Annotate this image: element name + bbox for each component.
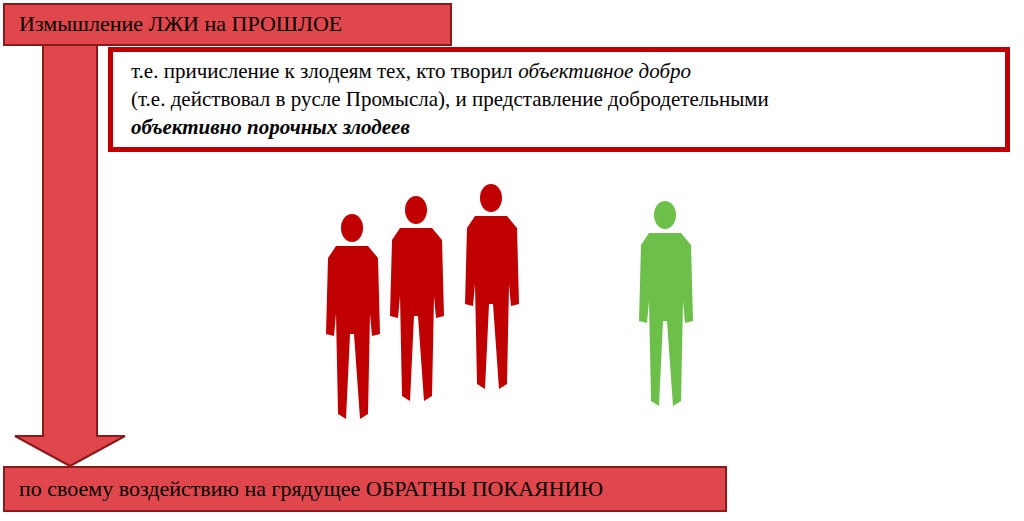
node-text: т.е. причисление к злодеям тех, кто твор… [131,59,512,83]
virtuous-figure [639,201,693,406]
villain-figure [326,214,380,419]
title-band: Измышление ЛЖИ на ПРОШЛОЕ [3,3,452,46]
villain-figure [390,196,444,401]
villain-figure [465,184,519,389]
node-text: объективно порочных злодеев [131,113,991,141]
node-text: объективное добро [518,59,691,83]
node-text: (т.е. действовал в русле Промысла), и пр… [131,85,991,113]
explanation-box: т.е. причисление к злодеям тех, кто твор… [108,47,1010,152]
conclusion-band: по своему воздействию на грядущее ОБРАТН… [3,466,727,512]
node-text: по своему воздействию на грядущее ОБРАТН… [19,476,603,502]
node-text: Измышление ЛЖИ на ПРОШЛОЕ [19,11,342,37]
